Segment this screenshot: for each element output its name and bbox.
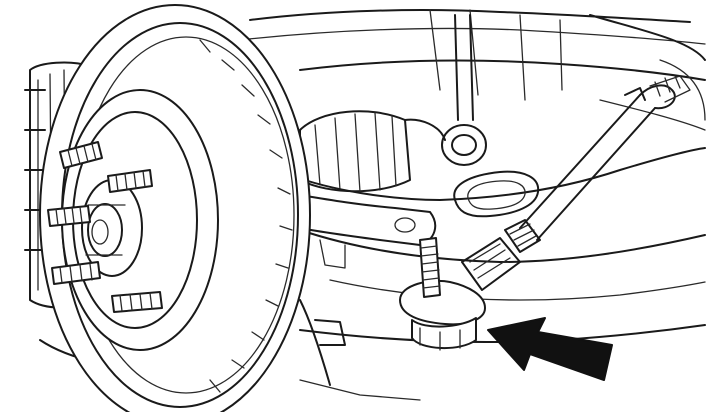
steering-knuckle-arm — [299, 194, 437, 269]
wheel-stud — [51, 261, 101, 285]
stabilizer-link — [441, 14, 487, 166]
tie-rod-end — [399, 237, 521, 351]
wheel-stud — [107, 169, 153, 193]
wheel-stud — [47, 205, 91, 227]
knuckle-lower — [299, 299, 421, 401]
pointer-arrow-icon — [487, 317, 613, 381]
driveshaft-boot — [299, 110, 446, 193]
wheel-stud — [59, 141, 103, 169]
tie-rod — [504, 75, 691, 253]
wheel-stud — [111, 291, 163, 313]
wheel-studs — [47, 141, 163, 313]
subframe-outline — [239, 9, 706, 131]
